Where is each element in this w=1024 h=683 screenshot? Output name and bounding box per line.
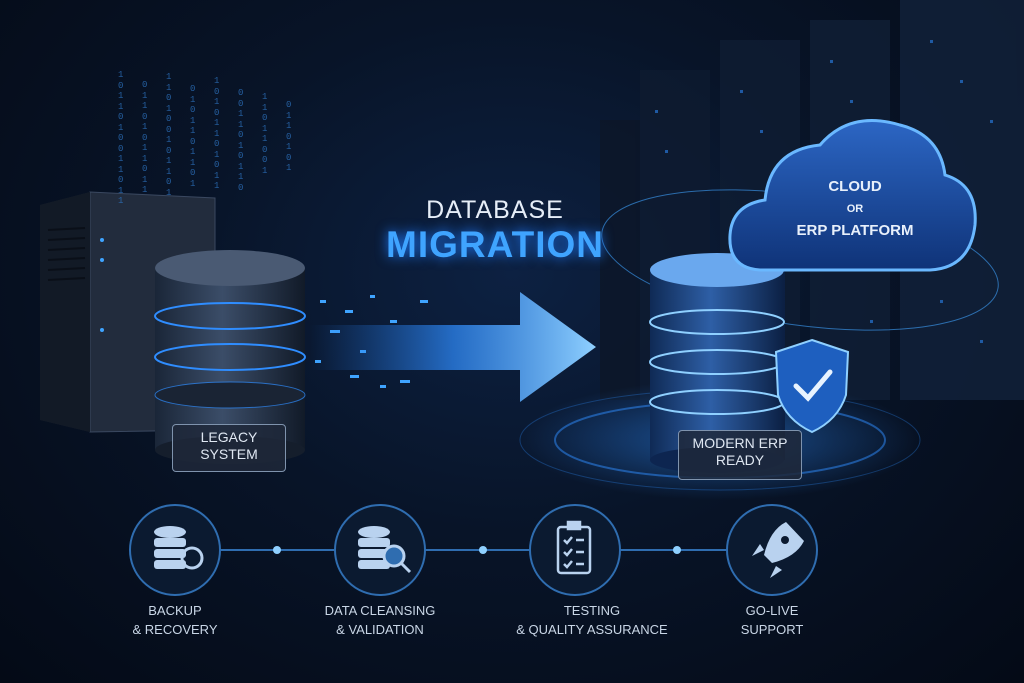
binary-digits: 1 1 0 1 1 0 0 1: [262, 92, 268, 176]
cloud-line3: ERP PLATFORM: [796, 222, 914, 239]
step-data-cleansing: DATA CLEANSING & VALIDATION: [295, 601, 465, 639]
step-line1: BACKUP: [148, 603, 202, 618]
step-line2: & VALIDATION: [336, 622, 424, 637]
modern-erp-label: MODERN ERP READY: [678, 430, 802, 480]
cloud-line2: OR: [846, 203, 864, 215]
binary-digits: 0 0 1 1 0 1 0 1 1 0: [238, 88, 244, 193]
step-line1: TESTING: [563, 603, 621, 618]
database-search-icon: [358, 526, 412, 574]
cloud-icon: [728, 119, 977, 272]
legacy-system-label: LEGACY SYSTEM: [172, 424, 286, 472]
migration-arrow-icon: [310, 292, 596, 402]
binary-digits: 1 0 1 1 0 1 0 0 1 1 0 1 1: [118, 70, 124, 206]
step-testing: TESTING & QUALITY ASSURANCE: [507, 601, 677, 639]
modern-label-line2: READY: [715, 452, 765, 468]
binary-digits: 1 1 0 1 0 0 1 0 1 1 0 1: [166, 72, 172, 198]
binary-digits: 1 0 1 0 1 1 0 1 0 1 1: [214, 76, 220, 191]
binary-digits: 0 1 1 0 1 0 1 1 0 1 1: [142, 80, 148, 195]
cloud-line1: CLOUD: [828, 178, 882, 195]
title-line1: DATABASE: [426, 196, 564, 224]
step-line2: SUPPORT: [740, 622, 804, 637]
step-backup-recovery: BACKUP & RECOVERY: [90, 601, 260, 639]
modern-label-line1: MODERN ERP: [692, 435, 788, 451]
step-line2: & RECOVERY: [132, 622, 218, 637]
checklist-clipboard-icon: [556, 520, 592, 575]
step-line1: GO-LIVE: [745, 603, 799, 618]
step-line1: DATA CLEANSING: [324, 603, 436, 618]
legacy-label-line1: LEGACY: [200, 429, 258, 445]
cloud-label: CLOUD OR ERP PLATFORM: [780, 176, 930, 242]
title-line2: MIGRATION: [386, 224, 604, 265]
binary-digits: 0 1 1 0 1 0 1: [286, 100, 292, 173]
shield-check-icon: [774, 338, 850, 434]
binary-digits: 0 1 0 1 1 0 1 1 0 1: [190, 84, 196, 189]
process-timeline: [129, 504, 818, 596]
rocket-icon: [752, 522, 804, 578]
step-line2: & QUALITY ASSURANCE: [516, 622, 668, 637]
step-go-live: GO-LIVE SUPPORT: [687, 601, 857, 639]
database-backup-icon: [154, 526, 204, 570]
legacy-label-line2: SYSTEM: [200, 446, 258, 462]
